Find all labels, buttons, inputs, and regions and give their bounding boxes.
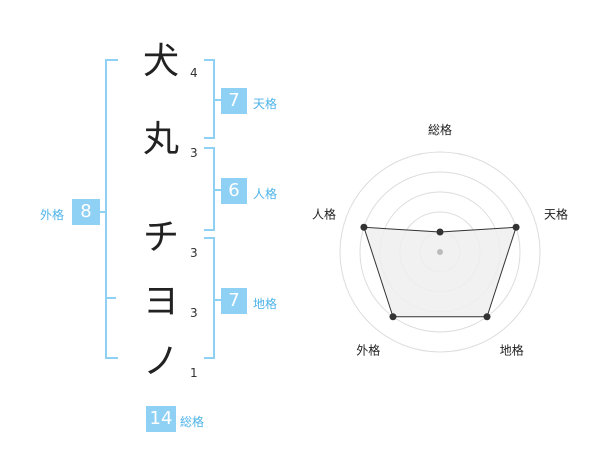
jinkaku-value-badge: 6 bbox=[221, 178, 247, 204]
radar-axis-label: 外格 bbox=[356, 343, 380, 358]
tenkaku-label: 天格 bbox=[253, 97, 278, 111]
stroke-count-1: 4 bbox=[190, 66, 198, 80]
chikaku-value-badge: 7 bbox=[221, 288, 247, 314]
gaikaku-label: 外格 bbox=[40, 208, 65, 222]
stroke-count-4: 3 bbox=[190, 306, 198, 320]
radar-axis-label: 天格 bbox=[544, 206, 568, 221]
soukaku-label: 総格 bbox=[180, 415, 205, 429]
name-char-5: ノ bbox=[143, 341, 180, 382]
gaikaku-bracket bbox=[105, 59, 118, 359]
stroke-count-3: 3 bbox=[190, 246, 198, 260]
name-char-3: チ bbox=[143, 217, 180, 258]
name-char-1: 犬 bbox=[143, 41, 180, 82]
jinkaku-label: 人格 bbox=[253, 187, 278, 201]
radar-data-area bbox=[363, 226, 517, 318]
name-char-2: 丸 bbox=[143, 119, 180, 160]
stroke-count-2: 3 bbox=[190, 146, 198, 160]
radar-axis-label: 人格 bbox=[312, 206, 336, 221]
radar-grid-ring bbox=[339, 151, 541, 353]
chikaku-bracket bbox=[204, 237, 215, 359]
radar-grid-ring bbox=[359, 171, 521, 333]
radar-data-point bbox=[436, 228, 444, 236]
radar-center-dot bbox=[437, 249, 443, 255]
radar-data-point bbox=[389, 313, 397, 321]
soukaku-value-badge: 14 bbox=[146, 406, 176, 432]
stroke-count-5: 1 bbox=[190, 366, 198, 380]
radar-data-point bbox=[483, 313, 491, 321]
gaikaku-value-badge: 8 bbox=[72, 199, 100, 225]
radar-axis-label: 総格 bbox=[428, 122, 452, 137]
radar-data-point bbox=[512, 223, 520, 231]
chikaku-label: 地格 bbox=[253, 297, 278, 311]
radar-data-point bbox=[360, 223, 368, 231]
tenkaku-value-badge: 7 bbox=[221, 88, 247, 114]
name-char-4: ヨ bbox=[143, 281, 180, 322]
radar-axis-label: 地格 bbox=[500, 343, 524, 358]
